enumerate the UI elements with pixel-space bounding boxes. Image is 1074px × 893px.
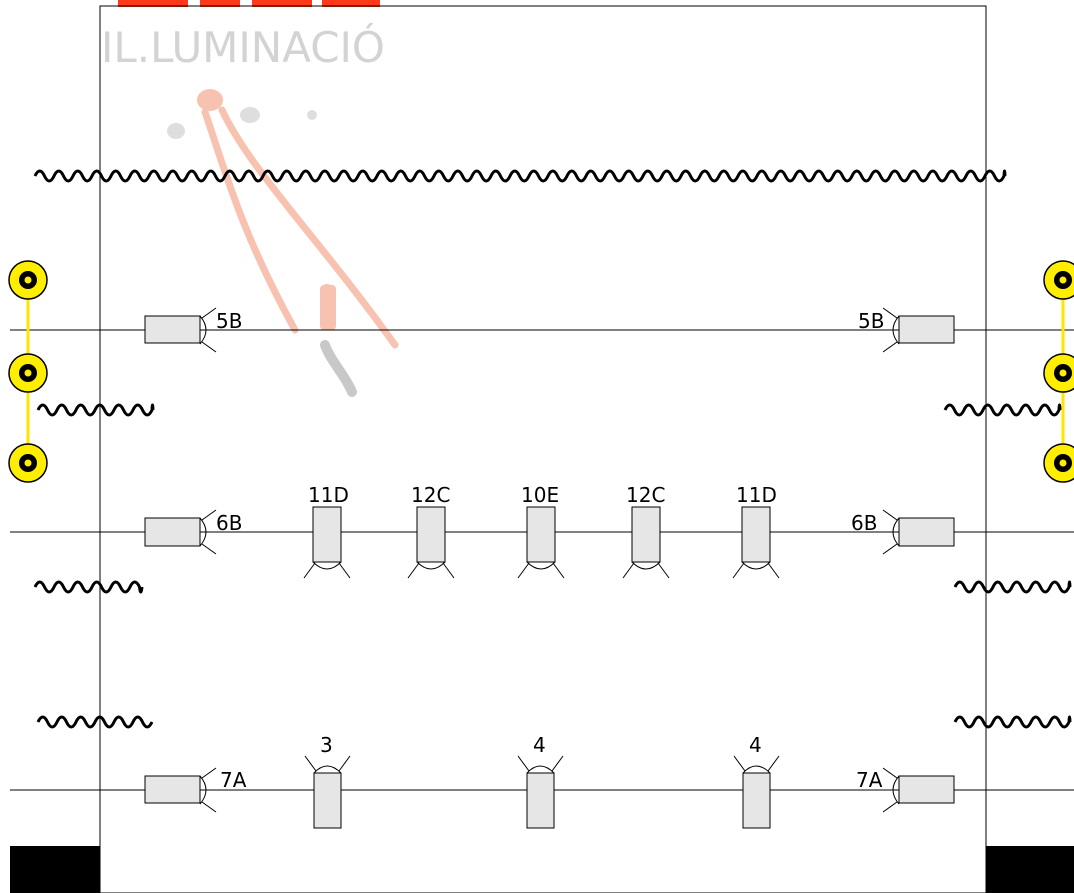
side-curtain-left (36, 403, 155, 417)
fixture-label: 12C (626, 483, 665, 507)
fixture-label: 5B (216, 309, 242, 333)
fixture-label: 7A (220, 768, 247, 792)
stage-block-left (10, 846, 100, 893)
center-fixture: 10E (517, 483, 565, 579)
speaker-icon (1043, 260, 1074, 300)
fixture-label: 6B (216, 511, 242, 535)
side-fixture-right: 6B (851, 509, 955, 555)
side-fixture-right: 7A (856, 767, 955, 813)
fixture-label: 7A (856, 768, 883, 792)
speaker-icon (1043, 353, 1074, 393)
side-curtain-right (943, 403, 1062, 417)
speaker-stack-left (8, 260, 48, 483)
center-fixture: 3 (304, 733, 351, 829)
side-curtain-left (33, 580, 144, 594)
center-fixture: 12C (622, 483, 670, 579)
stage-block-right (986, 846, 1074, 893)
center-fixture: 4 (733, 733, 780, 829)
side-curtain-right (953, 715, 1072, 729)
side-fixture-left: 5B (144, 307, 242, 353)
fixture-label: 11D (736, 483, 777, 507)
speaker-icon (1043, 443, 1074, 483)
fixture-label: 4 (749, 733, 762, 757)
fixture-label: 4 (533, 733, 546, 757)
fixture-label: 12C (411, 483, 450, 507)
speaker-icon (8, 260, 48, 300)
side-fixture-left: 7A (144, 767, 247, 813)
fixture-label: 5B (858, 309, 884, 333)
center-fixture: 4 (517, 733, 564, 829)
fixture-label: 6B (851, 511, 877, 535)
speaker-icon (8, 353, 48, 393)
side-fixture-left: 6B (144, 509, 242, 555)
side-curtain-right (953, 580, 1072, 594)
center-fixture: 11D (732, 483, 780, 579)
fixture-label: 10E (521, 483, 559, 507)
figure-illustration (167, 89, 399, 397)
fixture-label: 11D (308, 483, 349, 507)
title-top-fragment (118, 0, 380, 7)
page-title: IL.LUMINACIÓ (101, 22, 385, 72)
fixture-label: 3 (320, 733, 333, 757)
center-fixture: 11D (303, 483, 351, 579)
curtain-main (33, 169, 1007, 183)
stage-frame (99, 5, 987, 893)
speaker-icon (8, 443, 48, 483)
center-fixture: 12C (407, 483, 455, 579)
speaker-stack-right (1043, 260, 1074, 483)
side-fixture-right: 5B (858, 307, 955, 353)
side-curtain-left (36, 715, 154, 729)
